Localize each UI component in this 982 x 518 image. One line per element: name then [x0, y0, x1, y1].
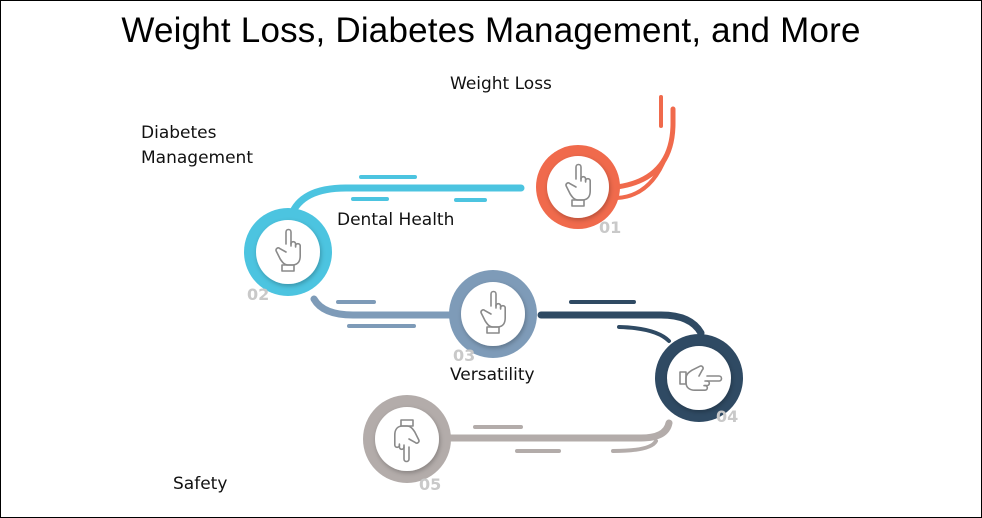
path-segment-04: [537, 300, 705, 343]
step-node-01: 01: [536, 145, 621, 237]
step-number-05: 05: [419, 475, 441, 494]
step-node-05: 05: [363, 395, 451, 494]
step-label-versatility: Versatility: [450, 365, 535, 385]
step-number-04: 04: [716, 407, 738, 426]
step-label-dental-health: Dental Health: [337, 210, 455, 230]
step-number-03: 03: [453, 346, 475, 365]
page-title: Weight Loss, Diabetes Management, and Mo…: [121, 11, 861, 50]
step-label-diabetes-management: Diabetes Management: [141, 123, 253, 168]
path-segment-05: [445, 419, 673, 453]
path-segment-01: [614, 95, 676, 200]
step-node-04: 04: [655, 334, 743, 426]
step-node-03: 03: [449, 270, 537, 365]
step-label-safety: Safety: [173, 474, 228, 494]
step-label-weight-loss: Weight Loss: [450, 74, 552, 94]
step-number-01: 01: [599, 218, 621, 237]
step-node-02: 02: [244, 208, 332, 304]
path-segment-03: [310, 295, 455, 328]
step-number-02: 02: [247, 285, 269, 304]
